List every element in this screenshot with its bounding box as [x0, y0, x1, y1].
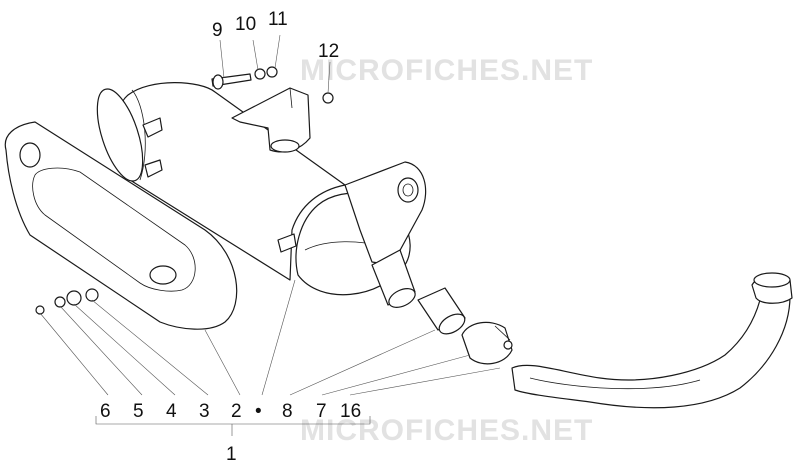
callout-4: 4: [166, 401, 177, 422]
callout-1: 1: [226, 444, 237, 465]
mounting-bracket-top: [231, 87, 311, 153]
watermark-bottom: MICROFICHES.NET: [300, 414, 593, 447]
watermark-top: MICROFICHES.NET: [300, 54, 593, 87]
callout-dot: •: [255, 401, 262, 422]
exhaust-header-pipe: [511, 272, 793, 409]
callout-labels: 9 10 11 12 6 5 4 3 2 • 8 7 16 1: [100, 9, 361, 465]
callout-6: 6: [100, 401, 111, 422]
leader-lines: [39, 34, 501, 436]
washer-10: [254, 68, 266, 80]
washer-5: [54, 296, 66, 308]
hardware-left: [35, 288, 99, 315]
callout-5: 5: [133, 401, 144, 422]
washer-12: [322, 92, 334, 104]
callout-2: 2: [231, 401, 242, 422]
callout-10: 10: [235, 14, 256, 35]
washer-4: [66, 290, 82, 306]
pipe-clamp: [461, 321, 513, 365]
callout-12: 12: [318, 41, 339, 62]
outlet-pipe: [371, 249, 416, 308]
mounting-bracket-side: [344, 161, 427, 266]
callout-7: 7: [316, 401, 327, 422]
heat-shield: [4, 121, 238, 330]
callout-16: 16: [340, 401, 361, 422]
screw-6: [35, 305, 45, 315]
callout-8: 8: [282, 401, 293, 422]
hardware-top: [211, 66, 334, 104]
callout-9: 9: [212, 20, 223, 41]
nut-3: [85, 288, 99, 302]
callout-3: 3: [199, 401, 210, 422]
gasket-ring: [417, 287, 466, 335]
callout-11: 11: [268, 9, 288, 30]
washer-11: [266, 66, 278, 78]
